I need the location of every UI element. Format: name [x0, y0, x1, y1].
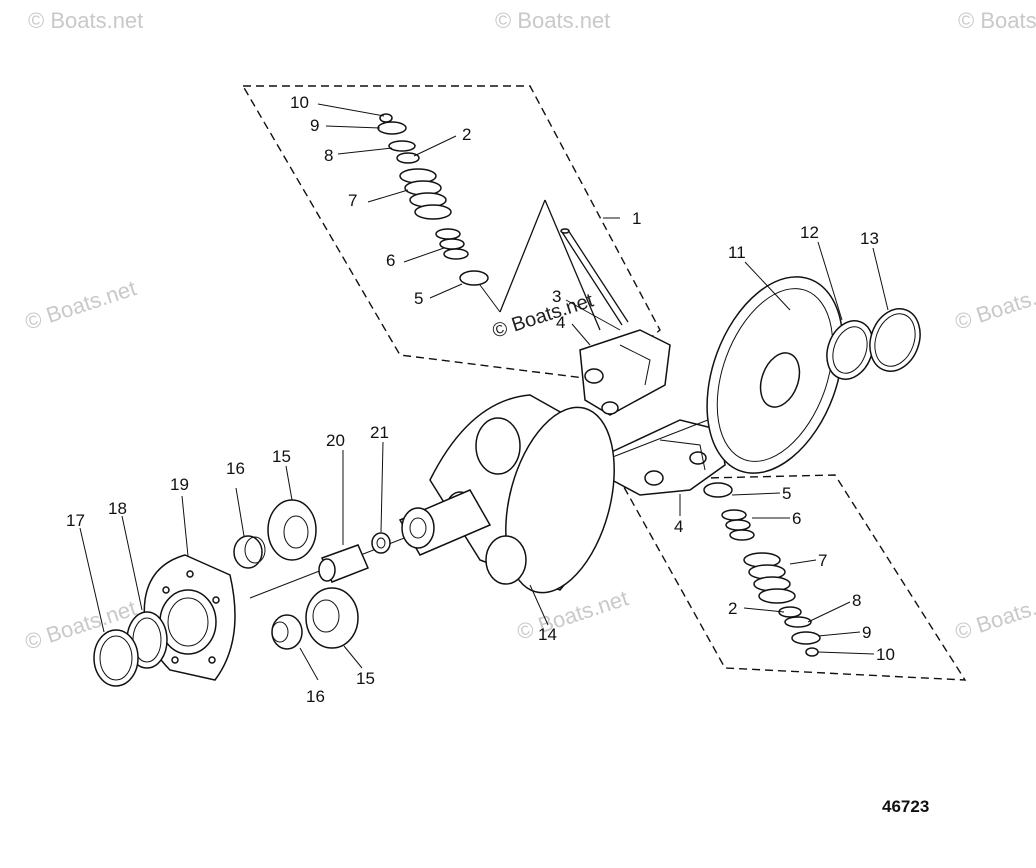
label-13: 13 [860, 229, 879, 248]
upper-retainer-cup [377, 121, 407, 135]
watermark-low-right: © Boats.net [952, 585, 1036, 644]
label-21: 21 [370, 423, 389, 442]
label-9-upper: 9 [310, 116, 319, 135]
watermark-mid-right: © Boats.net [952, 275, 1036, 334]
lower-plunger-5 [703, 482, 733, 498]
lower-cap-screw [805, 647, 819, 657]
label-7-upper: 7 [348, 191, 357, 210]
drive-plate-11 [706, 276, 844, 474]
label-3: 3 [552, 287, 561, 306]
label-15-lower: 15 [356, 669, 375, 688]
label-4-upper: 4 [556, 313, 565, 332]
pulley-15-lower [305, 587, 359, 649]
bushing-16-lower [271, 614, 303, 650]
upper-guide-line-b [544, 199, 601, 331]
label-10-upper: 10 [290, 93, 309, 112]
watermark-low-center: © Boats.net [514, 585, 631, 644]
snap-ring-17-inner [99, 635, 133, 681]
label-5-lower: 5 [782, 484, 791, 503]
label-8-upper: 8 [324, 146, 333, 165]
watermark-top-left: © Boats.net [28, 8, 143, 33]
label-15-upper: 15 [272, 447, 291, 466]
label-2-upper: 2 [462, 125, 471, 144]
label-14: 14 [538, 625, 557, 644]
label-9-lower: 9 [862, 623, 871, 642]
label-20: 20 [326, 431, 345, 450]
leader-lines [79, 103, 889, 681]
label-12: 12 [800, 223, 819, 242]
label-16-upper: 16 [226, 459, 245, 478]
label-19: 19 [170, 475, 189, 494]
upper-plunger-stem [479, 284, 501, 313]
label-6-lower: 6 [792, 509, 801, 528]
lower-spring-assembly [703, 482, 821, 657]
label-4-lower: 4 [674, 517, 683, 536]
watermark-mid-left: © Boats.net [22, 275, 139, 334]
label-6-upper: 6 [386, 251, 395, 270]
upper-plunger-5 [459, 270, 489, 286]
label-17: 17 [66, 511, 85, 530]
upper-spring-7 [399, 168, 452, 220]
label-2-lower: 2 [728, 599, 737, 618]
label-18: 18 [108, 499, 127, 518]
label-5-upper: 5 [414, 289, 423, 308]
lower-retainer-cup [791, 631, 821, 645]
label-8-lower: 8 [852, 591, 861, 610]
lower-washer-8 [784, 616, 812, 628]
snap-ring-13-inner [874, 313, 916, 367]
upper-washer-2 [396, 152, 420, 164]
watermark-top-right: © Boats.net [958, 8, 1036, 33]
upper-washer-8 [388, 140, 416, 152]
lower-spring-6 [721, 509, 755, 541]
snap-ring-17 [93, 629, 139, 687]
upper-spring-6 [435, 228, 469, 260]
group-outline-lower [618, 474, 967, 681]
watermark-top-center: © Boats.net [495, 8, 610, 33]
shoe-upper-4 [579, 329, 671, 416]
ring-12 [826, 320, 874, 380]
upper-spring-assembly [377, 113, 601, 331]
label-1: 1 [632, 209, 641, 228]
washer-21-hole [376, 537, 386, 549]
shoe-lower-4 [604, 419, 726, 496]
callout-labels: 10 9 8 2 7 6 5 1 3 4 4 5 6 7 2 8 9 10 11… [66, 93, 895, 706]
upper-guide-line-a [499, 199, 546, 313]
sleeve-20 [318, 544, 369, 583]
figure-number: 46723 [882, 797, 929, 816]
lower-spring-7 [743, 552, 796, 604]
pin-3 [560, 228, 629, 326]
ring-12-inner [832, 326, 868, 374]
label-16-lower: 16 [306, 687, 325, 706]
washer-21 [371, 532, 391, 554]
bushing-16-upper [233, 535, 266, 569]
label-7-lower: 7 [818, 551, 827, 570]
clutch-drum-14 [398, 394, 615, 594]
label-11: 11 [728, 243, 746, 262]
label-10-lower: 10 [876, 645, 895, 664]
hub-19 [143, 554, 236, 681]
pulley-15-upper [267, 499, 317, 561]
snap-ring-13 [869, 308, 921, 372]
